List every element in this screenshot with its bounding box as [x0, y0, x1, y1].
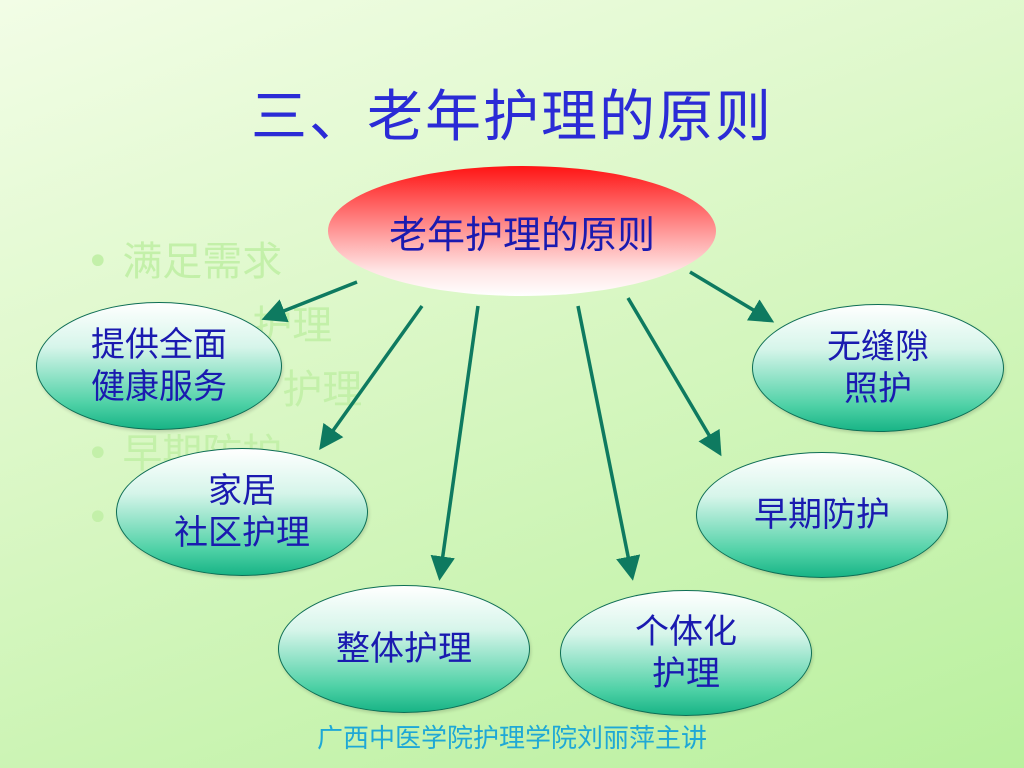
center-node: 老年护理的原则 [328, 166, 716, 296]
node-early-prevention: 早期防护 [696, 452, 948, 578]
node-holistic-care: 整体护理 [278, 585, 530, 713]
arrow-to-early [626, 297, 722, 457]
arrow-to-comprehensive [261, 280, 358, 323]
arrow-to-community [319, 304, 424, 450]
node-community-care: 家居 社区护理 [116, 448, 368, 576]
node-comprehensive-health: 提供全面 健康服务 [36, 302, 282, 430]
footer-credit: 广西中医学院护理学院刘丽萍主讲 [316, 724, 707, 754]
bullet-item: 满足需求 [86, 230, 362, 294]
page-title: 三、老年护理的原则 [251, 85, 773, 150]
arrow-to-holistic [430, 305, 480, 581]
node-individual-care: 个体化 护理 [560, 590, 812, 716]
arrow-to-individual [576, 305, 641, 581]
arrow-to-seamless [689, 270, 775, 323]
node-seamless-care: 无缝隙 照护 [752, 304, 1004, 432]
